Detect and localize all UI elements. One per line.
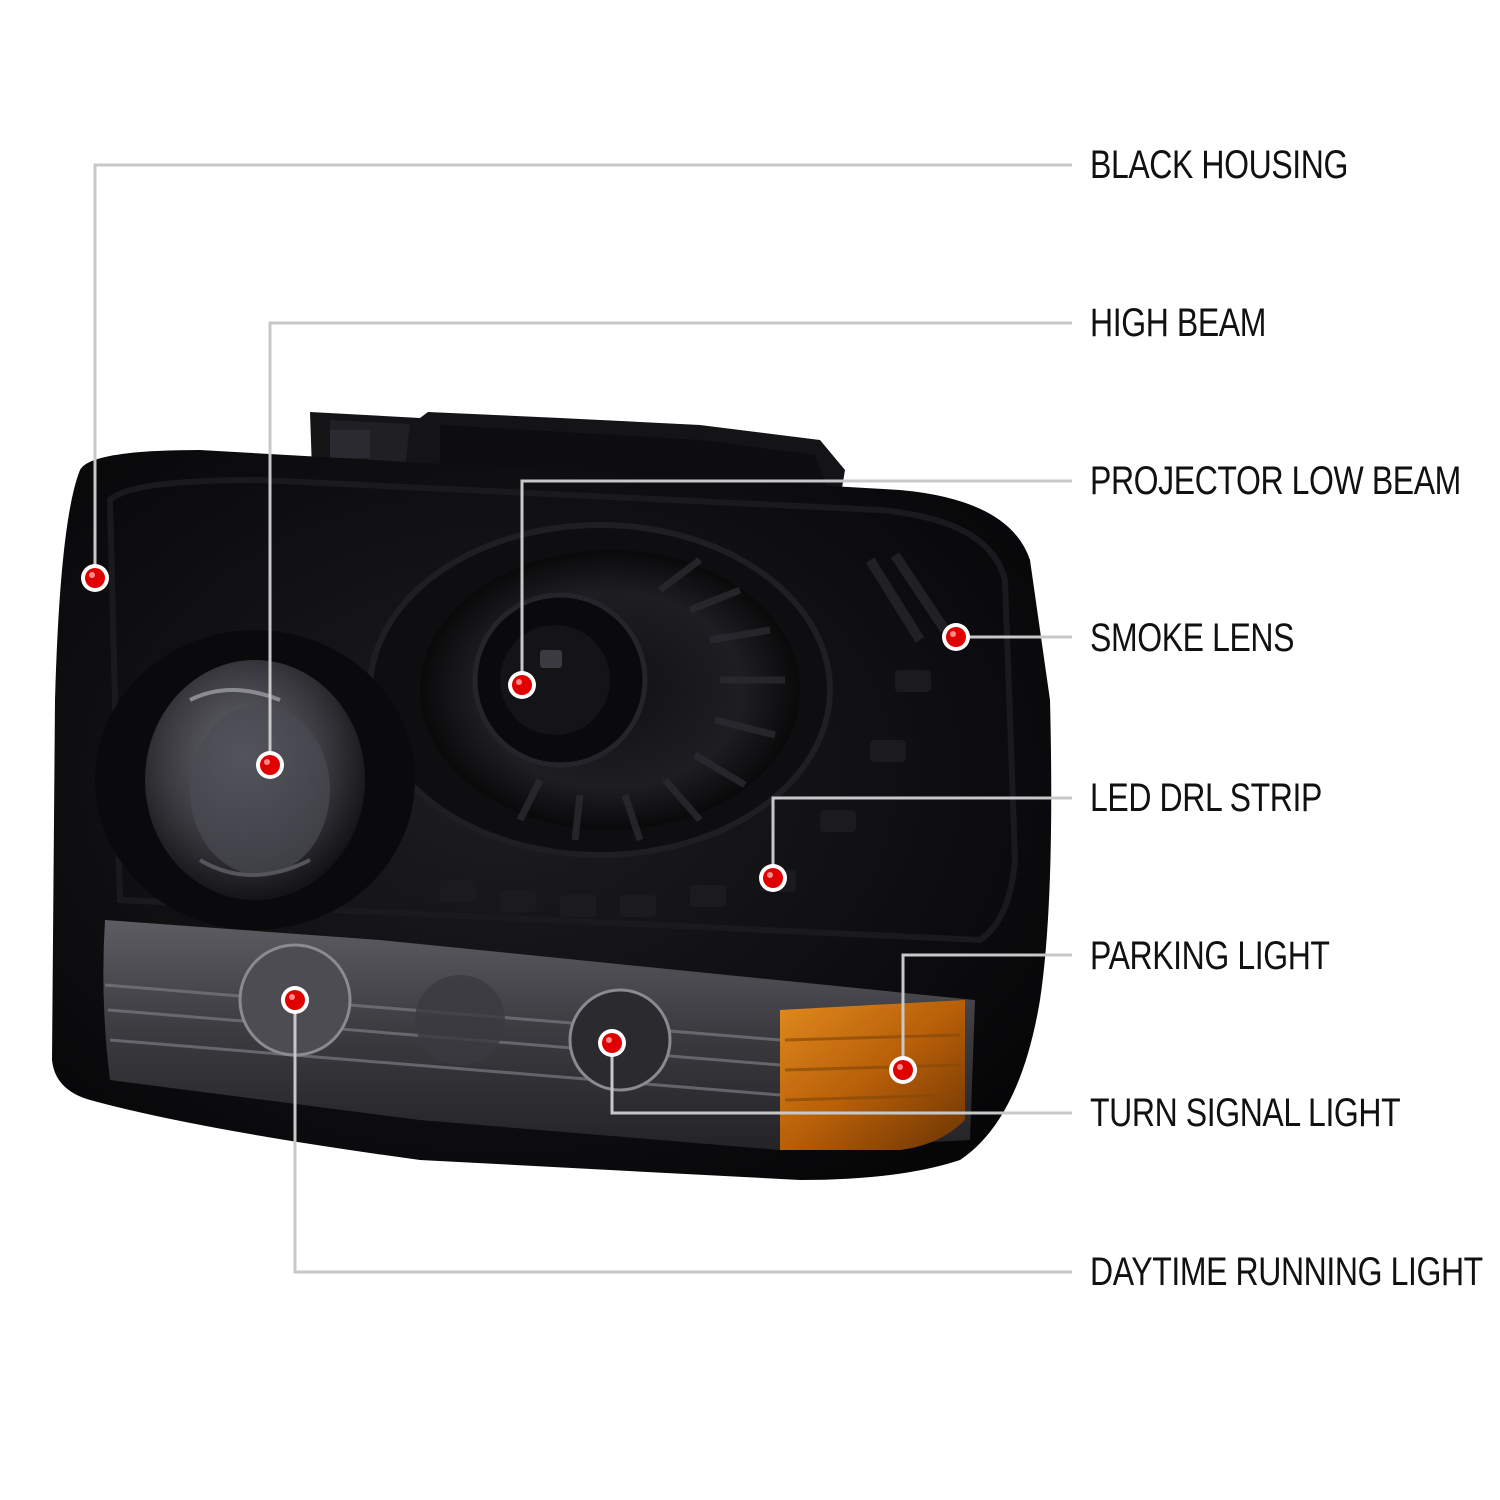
leader-projector-low-beam	[520, 479, 1072, 685]
leader-lines	[93, 163, 1072, 1274]
high-beam-reflector	[95, 630, 415, 930]
marker-daytime-running-light	[281, 986, 309, 1014]
label-black-housing: BLACK HOUSING	[1090, 143, 1348, 187]
label-smoke-lens: SMOKE LENS	[1090, 616, 1295, 660]
label-parking-light: PARKING LIGHT	[1090, 934, 1330, 978]
marker-led-drl-strip	[759, 864, 787, 892]
leader-led-drl-strip	[771, 796, 1072, 878]
leader-daytime-running-light	[293, 1000, 1072, 1274]
marker-turn-signal-light	[598, 1029, 626, 1057]
label-daytime-running-light: DAYTIME RUNNING LIGHT	[1090, 1250, 1483, 1294]
label-led-drl-strip: LED DRL STRIP	[1090, 776, 1322, 820]
leader-turn-signal-light	[610, 1043, 1072, 1115]
marker-parking-light	[889, 1056, 917, 1084]
inner-bezel	[106, 476, 1019, 944]
marker-projector-low-beam	[508, 671, 536, 699]
amber-side-reflector	[780, 1000, 965, 1150]
label-projector-low-beam: PROJECTOR LOW BEAM	[1090, 459, 1461, 503]
label-high-beam: HIGH BEAM	[1090, 301, 1266, 345]
projector-bowl	[367, 522, 833, 858]
marker-high-beam	[256, 751, 284, 779]
marker-black-housing	[81, 564, 109, 592]
leader-black-housing	[93, 163, 1072, 578]
leader-high-beam	[268, 321, 1072, 765]
leader-parking-light	[901, 953, 1072, 1070]
marker-smoke-lens	[942, 623, 970, 651]
label-turn-signal-light: TURN SIGNAL LIGHT	[1090, 1091, 1401, 1135]
